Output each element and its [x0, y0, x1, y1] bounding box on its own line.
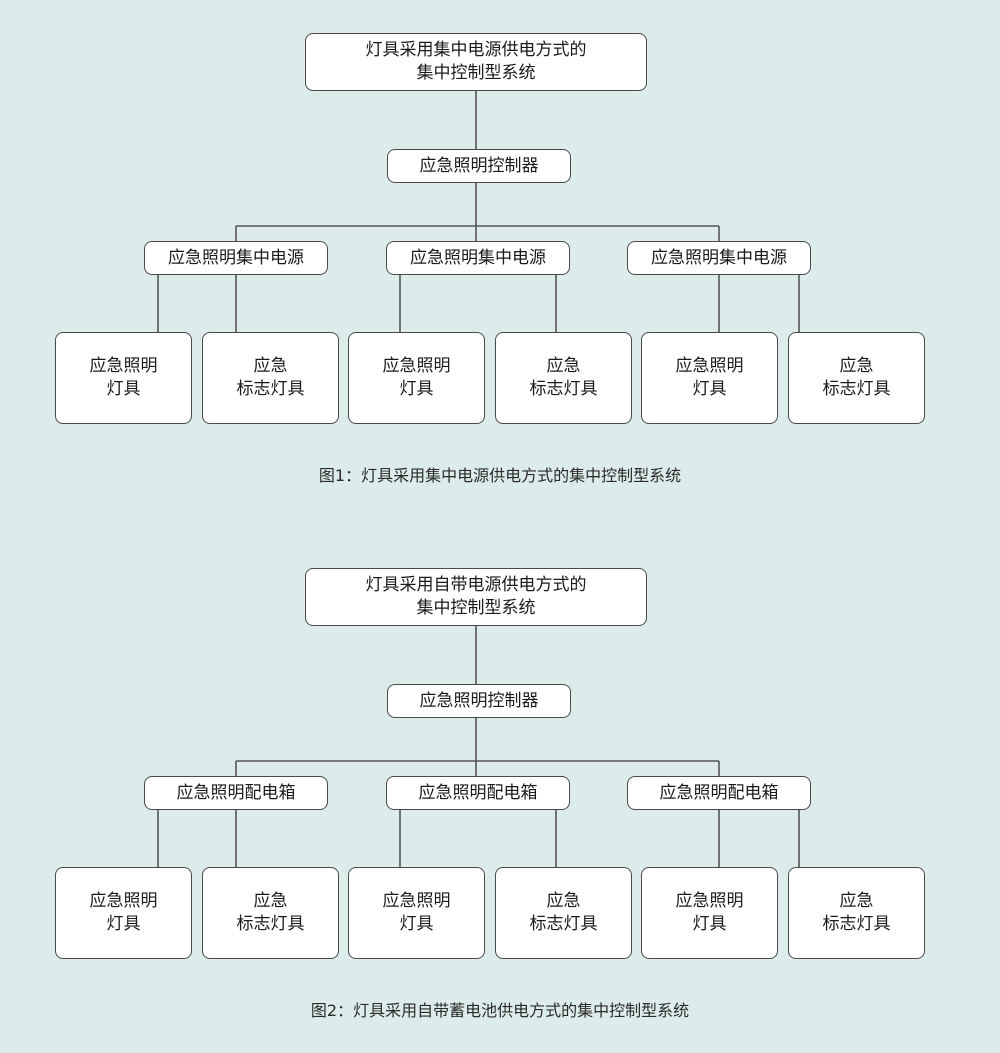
leaf-line-1: 应急照明	[89, 891, 158, 911]
leaf-line-1: 应急	[546, 356, 581, 376]
figure-caption: 图1：灯具采用集中电源供电方式的集中控制型系统	[318, 466, 682, 485]
leaf-sign-fixture-1: 应急 标志灯具	[202, 332, 339, 424]
distribution-box-node-2: 应急照明配电箱	[386, 776, 570, 810]
leaf-lighting-fixture-2: 应急照明 灯具	[348, 867, 485, 959]
leaf-line-2: 标志灯具	[822, 379, 891, 399]
root-node: 灯具采用自带电源供电方式的 集中控制型系统	[305, 568, 647, 626]
root-node-line-2: 集中控制型系统	[416, 598, 536, 618]
leaf-line-2: 标志灯具	[822, 914, 891, 934]
leaf-line-2: 灯具	[399, 379, 434, 399]
leaf-line-2: 标志灯具	[236, 914, 305, 934]
power-supply-label: 应急照明集中电源	[651, 247, 787, 268]
leaf-sign-fixture-3: 应急 标志灯具	[788, 332, 925, 424]
leaf-lighting-fixture-3: 应急照明 灯具	[641, 332, 778, 424]
power-supply-label: 应急照明集中电源	[410, 247, 546, 268]
leaf-line-1: 应急	[839, 891, 874, 911]
leaf-line-2: 标志灯具	[236, 379, 305, 399]
leaf-line-1: 应急	[253, 356, 288, 376]
leaf-sign-fixture-3: 应急 标志灯具	[788, 867, 925, 959]
leaf-sign-fixture-2: 应急 标志灯具	[495, 867, 632, 959]
leaf-sign-fixture-2: 应急 标志灯具	[495, 332, 632, 424]
root-node: 灯具采用集中电源供电方式的 集中控制型系统	[305, 33, 647, 91]
leaf-line-1: 应急照明	[89, 356, 158, 376]
leaf-lighting-fixture-3: 应急照明 灯具	[641, 867, 778, 959]
leaf-line-2: 灯具	[692, 914, 727, 934]
root-node-line-1: 灯具采用自带电源供电方式的	[365, 575, 587, 595]
power-supply-label: 应急照明集中电源	[168, 247, 304, 268]
controller-label: 应急照明控制器	[419, 690, 539, 711]
distribution-box-label: 应急照明配电箱	[176, 782, 296, 803]
distribution-box-label: 应急照明配电箱	[418, 782, 538, 803]
leaf-line-1: 应急照明	[382, 891, 451, 911]
leaf-line-2: 灯具	[106, 914, 141, 934]
leaf-lighting-fixture-1: 应急照明 灯具	[55, 867, 192, 959]
root-node-line-2: 集中控制型系统	[416, 63, 536, 83]
leaf-line-1: 应急照明	[675, 356, 744, 376]
controller-label: 应急照明控制器	[419, 155, 539, 176]
leaf-lighting-fixture-2: 应急照明 灯具	[348, 332, 485, 424]
leaf-line-2: 标志灯具	[529, 914, 598, 934]
power-supply-node-1: 应急照明集中电源	[144, 241, 328, 275]
power-supply-node-3: 应急照明集中电源	[627, 241, 811, 275]
leaf-line-1: 应急照明	[675, 891, 744, 911]
root-node-line-1: 灯具采用集中电源供电方式的	[365, 40, 587, 60]
distribution-box-label: 应急照明配电箱	[659, 782, 779, 803]
distribution-box-node-1: 应急照明配电箱	[144, 776, 328, 810]
diagram-1: 灯具采用集中电源供电方式的 集中控制型系统 应急照明控制器 应急照明集中电源 应…	[0, 0, 1000, 510]
connector-lines	[157, 626, 800, 867]
leaf-line-1: 应急	[253, 891, 288, 911]
leaf-line-2: 标志灯具	[529, 379, 598, 399]
connector-lines	[157, 91, 800, 332]
leaf-sign-fixture-1: 应急 标志灯具	[202, 867, 339, 959]
leaf-line-2: 灯具	[106, 379, 141, 399]
diagram-2: 灯具采用自带电源供电方式的 集中控制型系统 应急照明控制器 应急照明配电箱 应急…	[0, 535, 1000, 1053]
distribution-box-node-3: 应急照明配电箱	[627, 776, 811, 810]
leaf-line-1: 应急	[546, 891, 581, 911]
figure-caption: 图2：灯具采用自带蓄电池供电方式的集中控制型系统	[310, 1001, 690, 1020]
leaf-line-1: 应急照明	[382, 356, 451, 376]
power-supply-node-2: 应急照明集中电源	[386, 241, 570, 275]
leaf-lighting-fixture-1: 应急照明 灯具	[55, 332, 192, 424]
controller-node: 应急照明控制器	[387, 684, 571, 718]
leaf-line-2: 灯具	[399, 914, 434, 934]
leaf-line-1: 应急	[839, 356, 874, 376]
controller-node: 应急照明控制器	[387, 149, 571, 183]
leaf-line-2: 灯具	[692, 379, 727, 399]
